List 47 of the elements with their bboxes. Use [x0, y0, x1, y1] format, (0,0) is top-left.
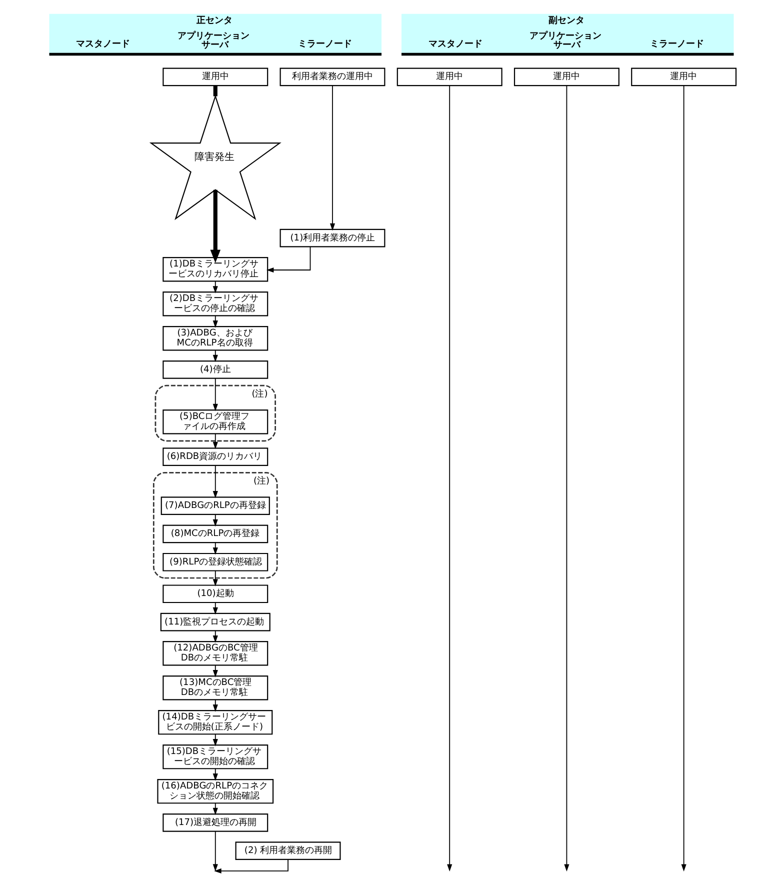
arrow [212, 280, 218, 294]
node-box: (11)監視プロセスの起動 [160, 612, 270, 632]
node-box: (8)MCのRLPの再登録 [162, 524, 268, 544]
node-box: (17)退避処理の再開 [162, 813, 268, 832]
arrow [212, 734, 218, 746]
arrow [212, 699, 218, 712]
node-box: (5)BCログ管理ファイルの再作成 [162, 410, 268, 434]
arrow [212, 542, 218, 555]
arrow [212, 433, 218, 450]
arrow [212, 514, 218, 527]
node-box: (15)DBミラーリングサービスの開始の確認 [162, 744, 268, 770]
node-box: 利用者業務の運用中 [280, 68, 386, 86]
node-box: (2) 利用者業務の再開 [235, 842, 341, 860]
node-box: (10)起動 [162, 584, 268, 604]
arrow [330, 85, 336, 231]
arrow [266, 246, 311, 273]
node-box: (9)RLPの登録状態確認 [162, 552, 268, 572]
node-box: (14)DBミラーリングサービスの開始(正系ノード) [158, 710, 273, 735]
arrow [212, 630, 218, 643]
arrow [212, 378, 218, 412]
node-box: (6)RDB資源のリカバリ [162, 448, 268, 466]
node-box: 運用中 [162, 68, 268, 86]
node-box: 運用中 [514, 68, 620, 86]
node-box: 運用中 [631, 68, 737, 86]
node-box: (13)MCのBC管理DBのメモリ常駐 [162, 676, 268, 700]
node-box: (1)DBミラーリングサービスのリカバリ停止 [162, 257, 268, 282]
arrow [212, 664, 218, 678]
arrow [212, 831, 218, 872]
arrow [212, 350, 218, 362]
connector [213, 86, 218, 96]
node-box: (16)ADBGのRLPのコネクション状態の開始確認 [157, 778, 274, 804]
arrow [212, 768, 218, 781]
arrow [212, 570, 218, 586]
node-box: (1)利用者業務の停止 [280, 228, 386, 248]
arrow [212, 802, 218, 816]
node-box: (7)ADBGのRLPの再登録 [160, 496, 270, 515]
arrow [212, 602, 218, 615]
arrow [212, 465, 218, 498]
node-box: (2)DBミラーリングサービスの停止の確認 [162, 292, 268, 316]
arrow [212, 315, 218, 328]
node-box: 運用中 [396, 68, 502, 86]
node-box: (4)停止 [162, 360, 268, 379]
node-box: (3)ADBG、およびMCのRLP名の取得 [162, 326, 268, 351]
node-box: (12)ADBGのBC管理DBのメモリ常駐 [162, 641, 268, 666]
arrow [681, 85, 686, 872]
arrow [447, 85, 452, 872]
arrow [564, 85, 570, 872]
